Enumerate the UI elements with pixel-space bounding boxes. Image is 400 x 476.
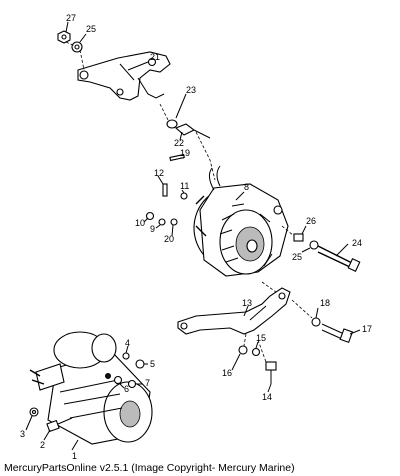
callout-1: 1 (72, 451, 77, 460)
callout-16: 16 (222, 368, 232, 378)
bolt-2 (46, 417, 73, 433)
upper-bracket (77, 51, 171, 101)
callout-21: 21 (150, 52, 160, 62)
callout-13: 13 (242, 298, 252, 308)
washer-3 (29, 407, 39, 417)
callout-5: 5 (150, 359, 155, 369)
washer-11 (180, 192, 188, 200)
lower-brace (177, 287, 291, 335)
nut-6 (113, 375, 123, 385)
callout-8: 8 (244, 182, 249, 192)
washer-23 (166, 119, 178, 129)
callout-labels: 27 25 21 23 22 19 12 11 8 10 9 20 26 24 … (20, 13, 372, 460)
callout-26: 26 (306, 216, 316, 226)
callout-12: 12 (154, 168, 164, 178)
callout-6: 6 (124, 384, 129, 394)
washer-7 (127, 379, 137, 389)
exploded-parts-diagram: 27 25 21 23 22 19 12 11 8 10 9 20 26 24 … (20, 13, 372, 460)
callout-4: 4 (125, 338, 130, 348)
callout-15: 15 (256, 333, 266, 343)
callout-19: 19 (180, 148, 190, 158)
callout-22: 22 (174, 138, 184, 148)
nut-10 (145, 211, 155, 221)
callout-2: 2 (40, 440, 45, 450)
washer-9 (158, 218, 166, 226)
nut-5 (135, 359, 145, 369)
washer-20 (170, 218, 178, 226)
washer-25-right (309, 240, 319, 250)
washer-4 (122, 352, 130, 360)
callout-10: 10 (135, 218, 145, 228)
alternator (193, 165, 289, 277)
washer-15 (251, 347, 261, 357)
nut-18 (311, 317, 321, 327)
callout-11: 11 (180, 181, 189, 191)
nut-27 (57, 30, 71, 44)
spacer-26 (293, 233, 304, 242)
starter-motor (29, 331, 153, 445)
callout-24: 24 (352, 238, 362, 248)
callout-25-top: 25 (86, 24, 96, 34)
screw-12 (162, 183, 168, 197)
bolt-17 (321, 323, 354, 344)
washer-25-top (71, 41, 83, 53)
image-copyright-caption: MercuryPartsOnline v2.5.1 (Image Copyrig… (4, 462, 295, 474)
callout-9: 9 (150, 224, 155, 234)
callout-17: 17 (362, 324, 372, 334)
bolt-14 (265, 361, 277, 384)
callout-18: 18 (320, 298, 330, 308)
bolt-24 (317, 245, 361, 272)
callout-27: 27 (66, 13, 76, 23)
pin-19 (169, 153, 185, 162)
nut-16 (238, 345, 248, 355)
callout-23: 23 (186, 85, 196, 95)
callout-3: 3 (20, 429, 25, 439)
callout-14: 14 (262, 392, 272, 402)
leader-lines (25, 21, 361, 451)
callout-7: 7 (145, 378, 150, 388)
callout-25-right: 25 (292, 252, 302, 262)
callout-20: 20 (164, 234, 174, 244)
